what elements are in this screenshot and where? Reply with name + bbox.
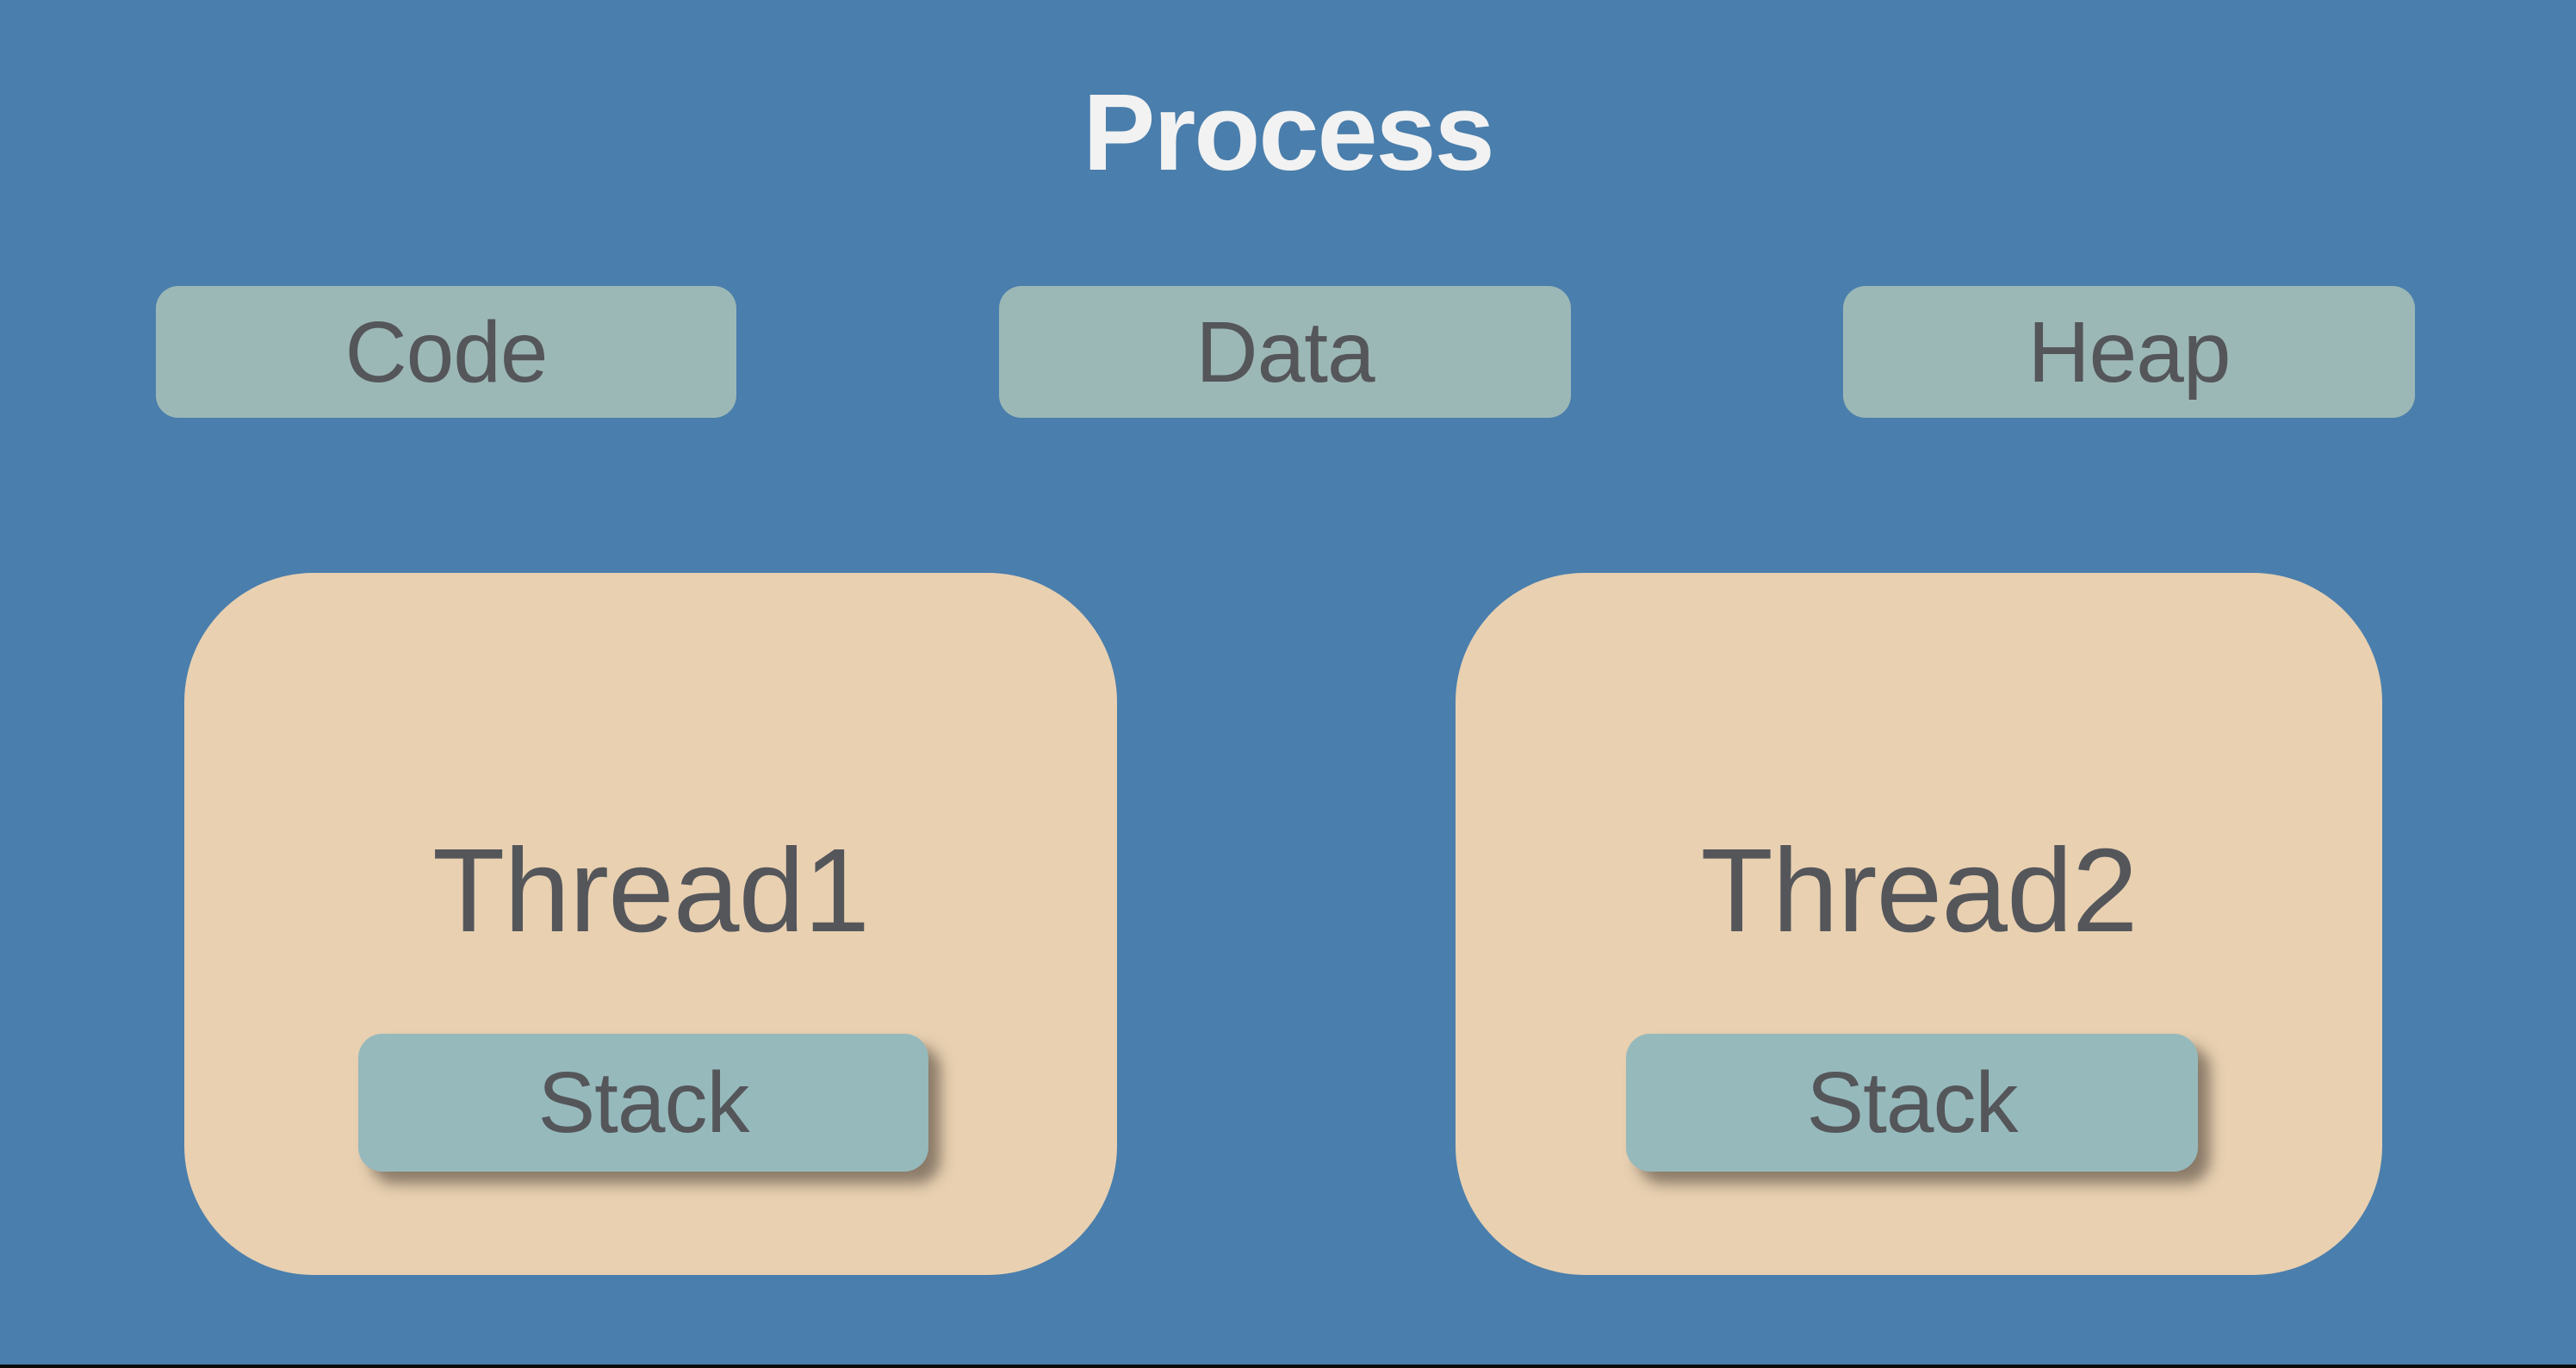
segment-box-code: Code: [156, 286, 736, 418]
segment-box-data: Data: [999, 286, 1571, 418]
stack-box-2: Stack: [1626, 1034, 2198, 1172]
stack-label-1: Stack: [537, 1054, 749, 1151]
segment-label-heap: Heap: [2027, 303, 2231, 401]
segment-label-code: Code: [345, 303, 548, 401]
stack-box-1: Stack: [358, 1034, 928, 1172]
diagram-title: Process: [1083, 72, 1494, 193]
segment-label-data: Data: [1195, 303, 1375, 401]
bottom-edge-strip: [0, 1365, 2576, 1368]
thread-box-2: Thread2 Stack: [1456, 573, 2382, 1275]
thread-label-2: Thread2: [1700, 824, 2138, 957]
thread-label-1: Thread1: [432, 824, 870, 957]
segment-box-heap: Heap: [1843, 286, 2415, 418]
thread-box-1: Thread1 Stack: [184, 573, 1117, 1275]
stack-label-2: Stack: [1806, 1054, 2018, 1151]
